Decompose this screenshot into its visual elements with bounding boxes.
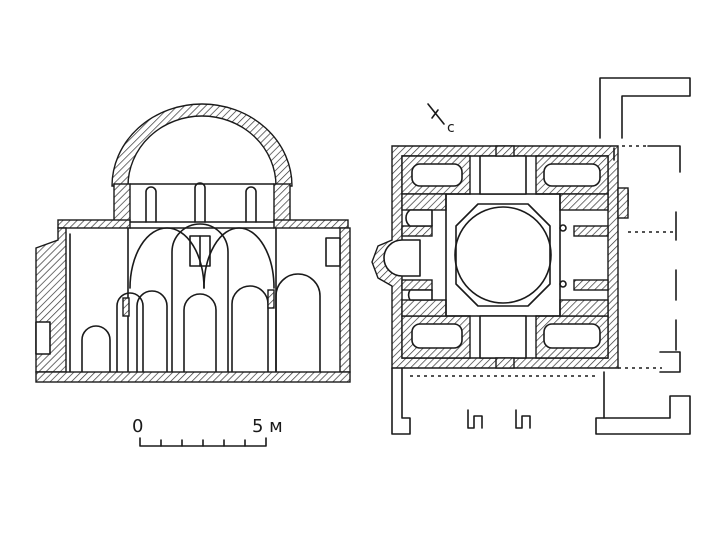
floor-plan-drawing: с — [371, 77, 691, 435]
dome-circle — [454, 206, 552, 304]
nave-arches — [69, 223, 321, 373]
scale-bar: 0 5 м — [132, 416, 283, 447]
drum-windows — [145, 182, 257, 223]
scale-start-label: 0 — [132, 416, 143, 437]
scale-end-label: 5 м — [252, 416, 283, 437]
drum-left-wall — [113, 183, 131, 223]
cross-section-drawing — [35, 103, 351, 383]
corner-rooms — [411, 163, 601, 349]
drum-right-wall — [273, 183, 291, 223]
right-outer-wall — [339, 227, 351, 373]
floor-slab — [35, 371, 351, 383]
roof-slab-right — [273, 219, 349, 229]
annex-outline — [391, 77, 691, 435]
north-arrow-icon — [427, 103, 445, 125]
roof-slab-left — [57, 219, 131, 229]
dome-shell — [111, 103, 293, 187]
apses — [383, 209, 433, 301]
north-label: с — [447, 120, 455, 136]
